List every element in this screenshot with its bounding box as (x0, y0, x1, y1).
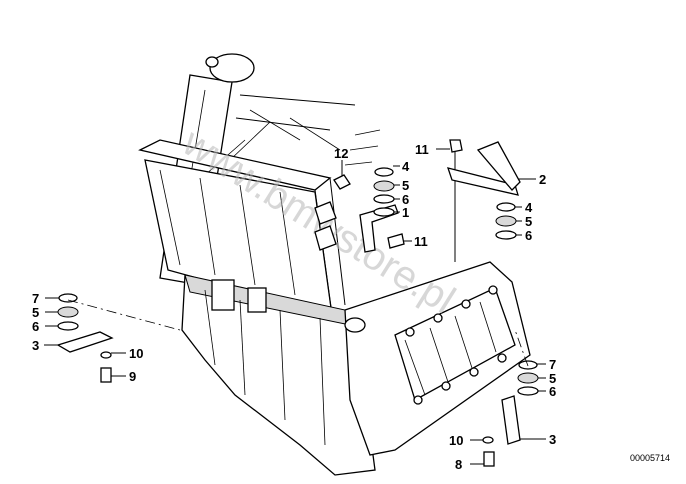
callout-8: 8 (455, 457, 462, 472)
spacer-1 (373, 207, 395, 217)
engine-block (181, 274, 376, 476)
upper-right-mount-parts (447, 139, 521, 262)
bolt-8 (483, 451, 495, 467)
callout-9: 9 (129, 369, 136, 384)
callout-3-right: 3 (549, 432, 556, 447)
callout-2: 2 (539, 172, 546, 187)
callout-10-left: 10 (129, 346, 143, 361)
callout-11-center: 11 (414, 234, 428, 249)
rubber-5-left (57, 306, 79, 318)
bracket-2-flap (476, 141, 521, 191)
upper-center-mount-parts (314, 167, 405, 253)
callout-11-top: 11 (415, 142, 429, 157)
callout-7-right: 7 (549, 357, 556, 372)
bracket-3-right (501, 395, 521, 445)
cylinder-head-cover (344, 261, 531, 456)
rubber-5-right (495, 215, 517, 227)
rubber-5-upper (373, 180, 395, 192)
reference-number: 00005714 (630, 453, 670, 463)
right-mount-parts (482, 329, 539, 467)
washer-6-left (57, 321, 79, 331)
leader-lines (44, 148, 546, 465)
callout-3-left: 3 (32, 338, 39, 353)
nut-12 (333, 174, 351, 190)
callout-6-upper: 6 (402, 192, 409, 207)
callout-4-right: 4 (525, 200, 533, 215)
callout-4-upper: 4 (402, 159, 410, 174)
bracket-1 (359, 204, 399, 253)
callouts: 12 4 5 6 1 11 11 2 4 5 6 7 5 6 3 10 9 7 … (32, 142, 556, 472)
callout-10-right: 10 (449, 433, 463, 448)
callout-6-left: 6 (32, 319, 39, 334)
washer-4-right (496, 202, 516, 212)
washer-10-left (100, 351, 112, 359)
bolt-9 (100, 367, 112, 383)
callout-7-left: 7 (32, 291, 39, 306)
callout-12: 12 (334, 146, 348, 161)
callout-5-upper: 5 (402, 178, 409, 193)
washer-6-right-lower (517, 386, 539, 396)
washer-4-upper (374, 167, 394, 177)
rubber-5-right-lower (517, 372, 539, 384)
callout-5-left: 5 (32, 305, 39, 320)
radiator-grommet-a (314, 201, 337, 225)
washer-6-upper (373, 194, 395, 204)
washer-7-left (58, 293, 78, 303)
bolt-11-center (387, 233, 405, 249)
left-mount-parts (56, 293, 181, 383)
callout-6-right: 6 (525, 228, 532, 243)
radiator-grommet-b (314, 225, 337, 251)
bracket-2 (447, 167, 519, 196)
callout-5-right: 5 (525, 214, 532, 229)
callout-6-right-lower: 6 (549, 384, 556, 399)
washer-10-right (482, 436, 494, 444)
callout-5-right-lower: 5 (549, 371, 556, 386)
callout-1: 1 (402, 205, 409, 220)
bolt-11-top (449, 139, 463, 153)
washer-6-right (495, 230, 517, 240)
bracket-3-left (56, 331, 114, 353)
